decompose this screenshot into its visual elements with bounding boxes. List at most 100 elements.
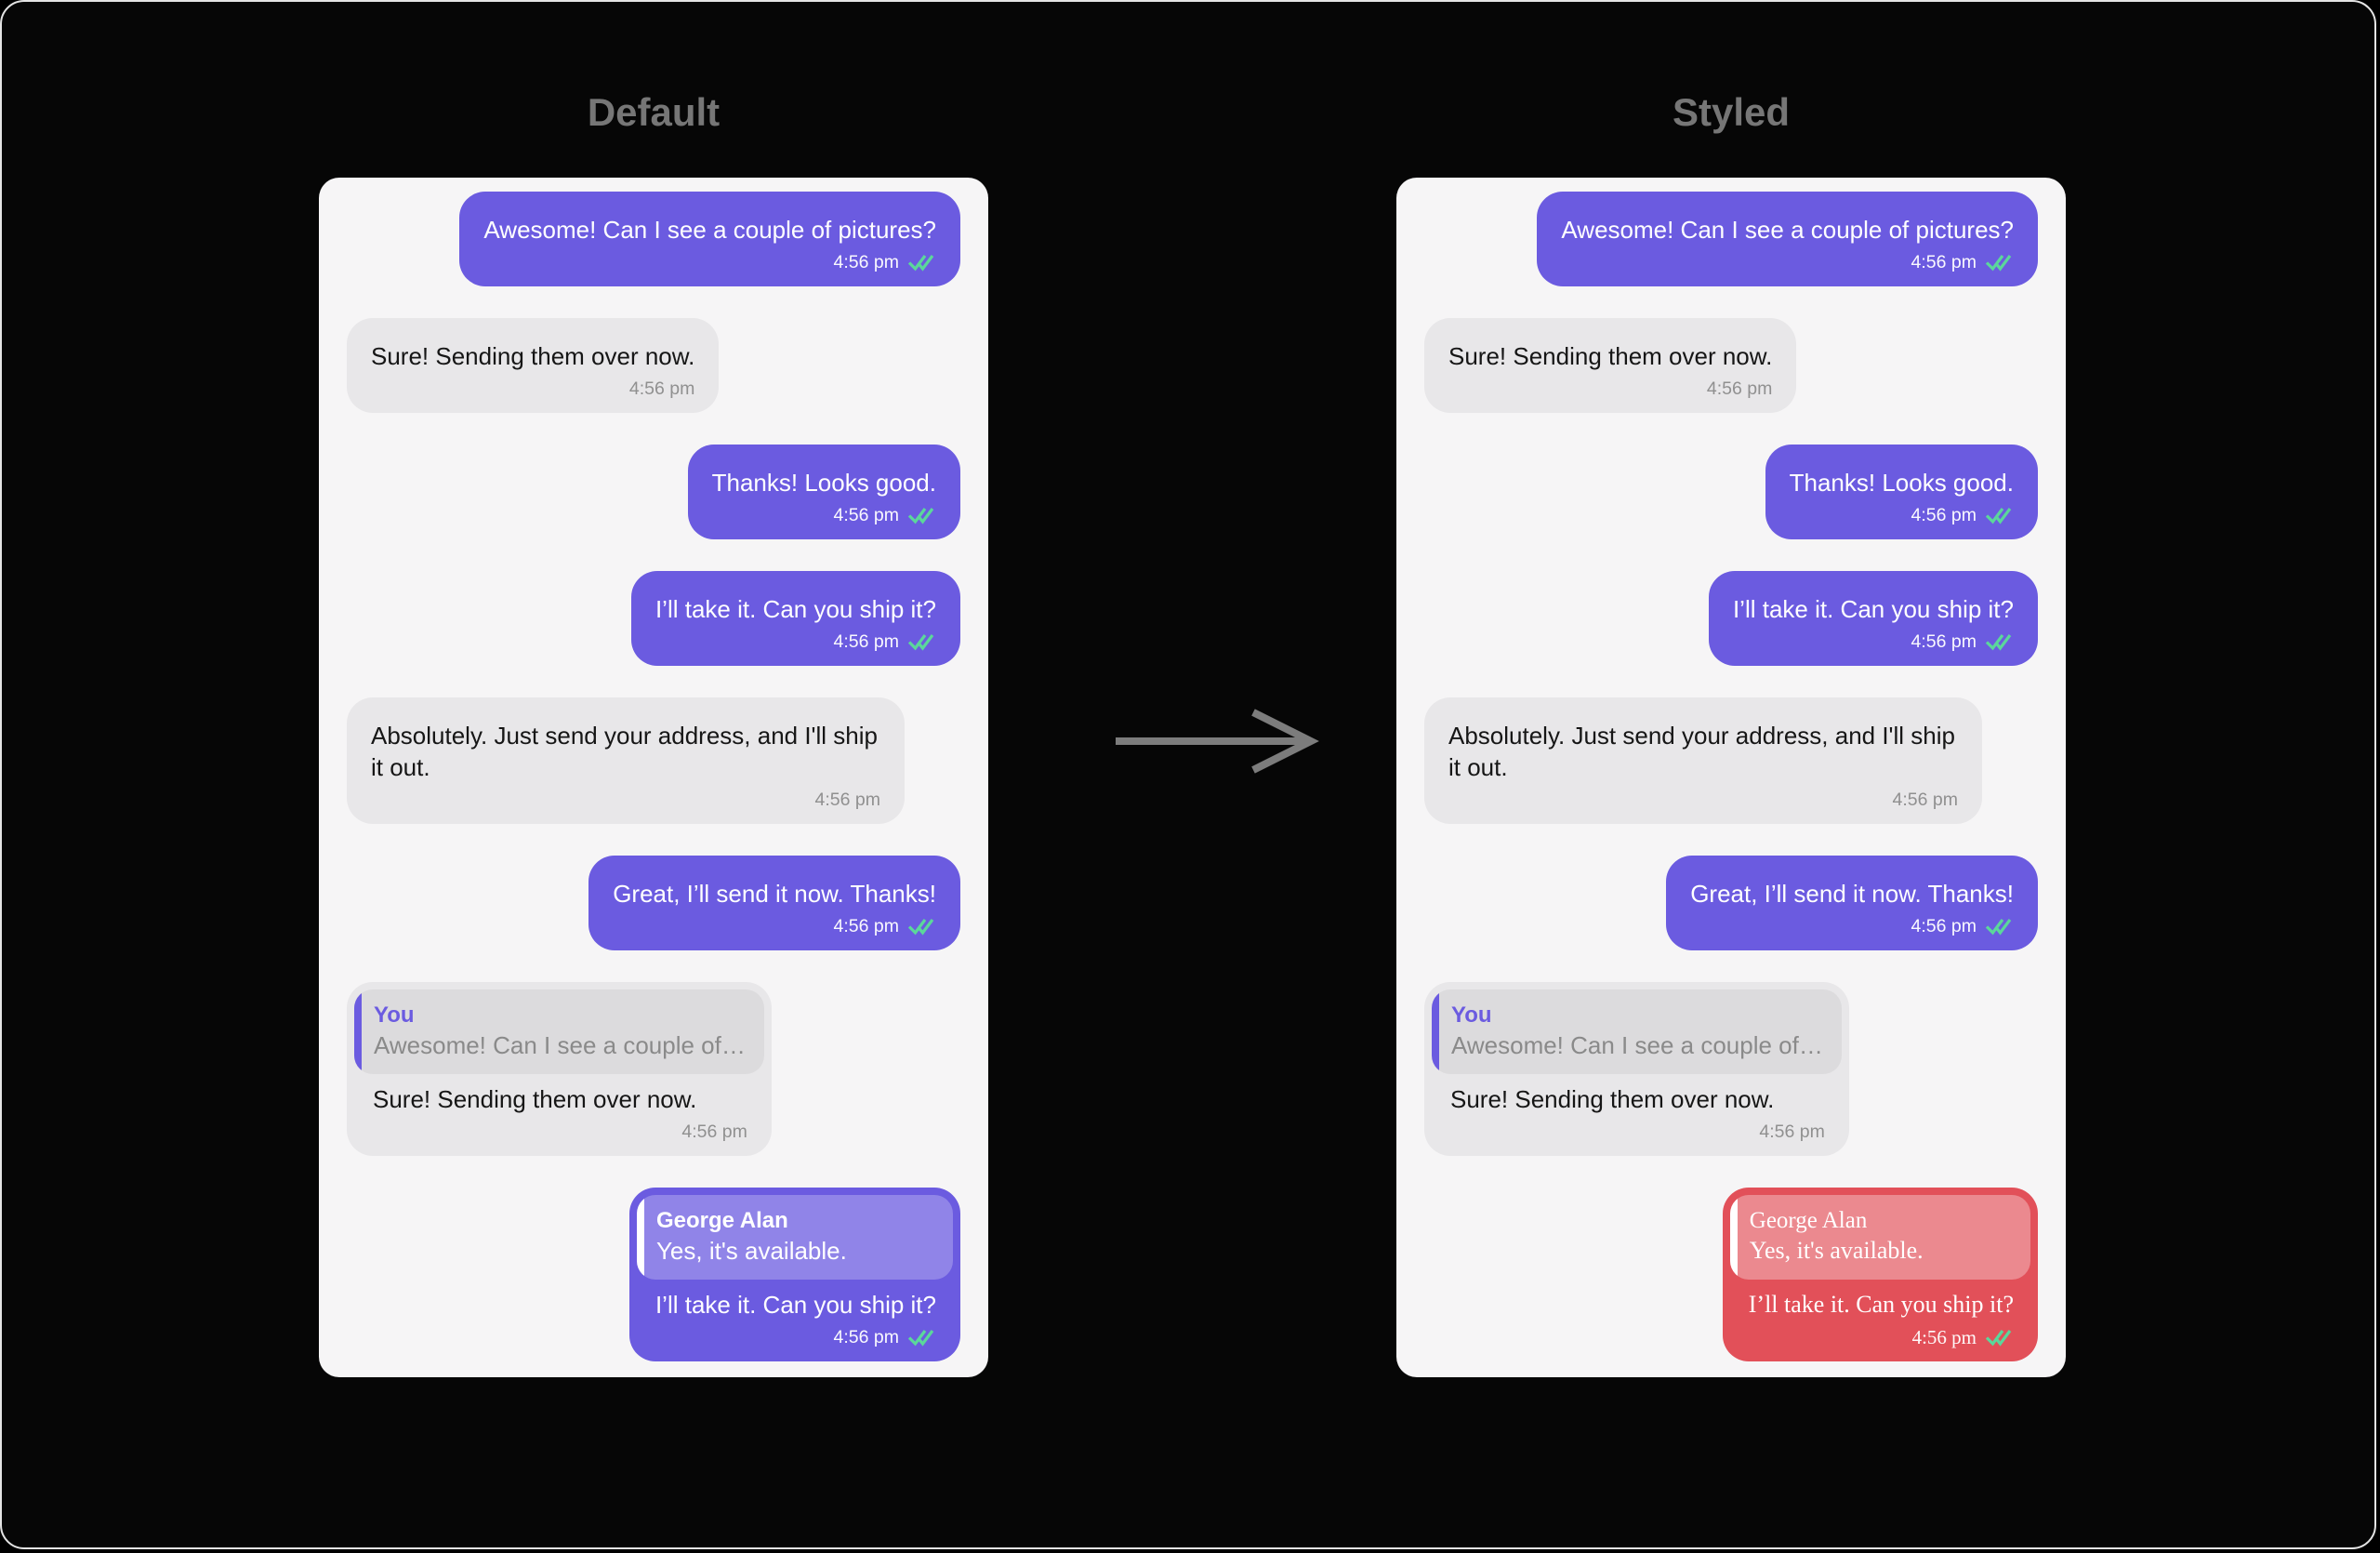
timestamp: 4:56 pm: [833, 1327, 899, 1347]
message-meta: 4:56 pm: [371, 376, 694, 402]
message-text: I’ll take it. Can you ship it?: [1748, 1291, 2014, 1318]
message-text: Thanks! Looks good.: [1789, 469, 2014, 497]
message-body: Absolutely. Just send your address, and …: [1448, 720, 1958, 813]
message-meta: 4:56 pm: [371, 787, 880, 813]
message-meta: 4:56 pm: [613, 913, 936, 939]
timestamp: 4:56 pm: [1706, 378, 1773, 399]
message-body: Thanks! Looks good. 4:56 pm: [1790, 467, 2014, 528]
timestamp: 4:56 pm: [1911, 1326, 1977, 1348]
message-meta: 4:56 pm: [1448, 787, 1958, 813]
message-meta: 4:56 pm: [655, 629, 936, 655]
message-text: Sure! Sending them over now.: [1450, 1085, 1775, 1113]
timestamp: 4:56 pm: [1911, 631, 1977, 652]
timestamp: 4:56 pm: [681, 1122, 747, 1142]
read-receipt-icon: [1985, 916, 2014, 936]
message-meta: 4:56 pm: [1448, 376, 1772, 402]
timestamp: 4:56 pm: [814, 790, 880, 810]
quote-accent-bar: [354, 989, 362, 1074]
message-row: Great, I’ll send it now. Thanks! 4:56 pm: [347, 856, 960, 950]
message-body: Sure! Sending them over now. 4:56 pm: [354, 1083, 764, 1145]
message-row: I’ll take it. Can you ship it? 4:56 pm: [347, 571, 960, 666]
message-body: Sure! Sending them over now. 4:56 pm: [1432, 1083, 1842, 1145]
read-receipt-icon: [1985, 631, 2014, 652]
message-bubble[interactable]: I’ll take it. Can you ship it?4:56 pm: [1708, 571, 2038, 666]
message-bubble[interactable]: Great, I’ll send it now. Thanks! 4:56 pm: [588, 856, 960, 950]
message-bubble[interactable]: I’ll take it. Can you ship it? 4:56 pm: [630, 571, 960, 666]
message-body: I’ll take it. Can you ship it?4:56 pm: [1733, 593, 2014, 655]
timestamp: 4:56 pm: [1911, 252, 1977, 272]
message-bubble[interactable]: Sure! Sending them over now. 4:56 pm: [1424, 318, 1797, 413]
message-body: I’ll take it. Can you ship it? 4:56 pm: [655, 593, 936, 655]
message-bubble[interactable]: Absolutely. Just send your address, and …: [347, 697, 905, 824]
message-bubble[interactable]: Sure! Sending them over now. 4:56 pm: [347, 318, 720, 413]
message-row: Absolutely. Just send your address, and …: [1424, 697, 2038, 824]
message-row: Thanks! Looks good. 4:56 pm: [1424, 445, 2038, 539]
message-row: Sure! Sending them over now. 4:56 pm: [1424, 318, 2038, 413]
quote-author: You: [374, 1002, 415, 1028]
timestamp: 4:56 pm: [1759, 1122, 1825, 1142]
message-bubble[interactable]: Awesome! Can I see a couple of pictures?…: [1537, 192, 2038, 286]
timestamp: 4:56 pm: [1911, 916, 1977, 936]
timestamp: 4:56 pm: [833, 916, 899, 936]
message-row: Awesome! Can I see a couple of pictures?…: [347, 192, 960, 286]
quote-accent-bar: [636, 1195, 644, 1280]
quote-accent-bar: [1432, 989, 1439, 1074]
message-body: Sure! Sending them over now. 4:56 pm: [371, 340, 694, 402]
styled-panel-title: Styled: [1672, 90, 1791, 134]
read-receipt-icon: [907, 505, 936, 525]
message-text: Sure! Sending them over now.: [1448, 342, 1773, 370]
message-body: Sure! Sending them over now. 4:56 pm: [1448, 340, 1772, 402]
message-meta: 4:56 pm: [655, 1324, 936, 1350]
message-body: I’ll take it. Can you ship it? 4:56 pm: [1730, 1289, 2030, 1350]
message-body: Awesome! Can I see a couple of pictures?…: [1561, 214, 2014, 275]
message-bubble[interactable]: Awesome! Can I see a couple of pictures?…: [459, 192, 960, 286]
timestamp: 4:56 pm: [1911, 505, 1977, 525]
message-text: Thanks! Looks good.: [711, 469, 936, 497]
message-meta: 4:56 pm: [1749, 1324, 2014, 1350]
message-meta: 4:56 pm: [1561, 249, 2014, 275]
quote-text: Awesome! Can I see a couple of…: [374, 1031, 746, 1059]
message-text: Awesome! Can I see a couple of pictures?: [1561, 216, 2014, 244]
message-bubble[interactable]: Thanks! Looks good. 4:56 pm: [1765, 445, 2038, 539]
quote-author: You: [1451, 1002, 1492, 1028]
read-receipt-icon: [907, 1327, 936, 1347]
message-row: Awesome! Can I see a couple of pictures?…: [1424, 192, 2038, 286]
message-text: Great, I’ll send it now. Thanks!: [613, 880, 936, 908]
message-text: I’ll take it. Can you ship it?: [654, 595, 936, 623]
message-body: Great, I’ll send it now. Thanks! 4:56 pm: [613, 878, 936, 939]
message-row: I’ll take it. Can you ship it?4:56 pm: [1424, 571, 2038, 666]
message-body: Awesome! Can I see a couple of pictures?…: [483, 214, 936, 275]
timestamp: 4:56 pm: [628, 378, 695, 399]
message-meta: 4:56 pm: [1790, 502, 2014, 528]
message-meta: 4:56 pm: [373, 1119, 747, 1145]
message-bubble[interactable]: Absolutely. Just send your address, and …: [1424, 697, 1982, 824]
message-text: Sure! Sending them over now.: [373, 1085, 697, 1113]
message-bubble[interactable]: Great, I’ll send it now. Thanks!4:56 pm: [1666, 856, 2038, 950]
message-row: Absolutely. Just send your address, and …: [347, 697, 960, 824]
message-row: Great, I’ll send it now. Thanks!4:56 pm: [1424, 856, 2038, 950]
timestamp: 4:56 pm: [833, 631, 899, 652]
message-text: Absolutely. Just send your address, and …: [1448, 722, 1955, 781]
read-receipt-icon: [907, 631, 936, 652]
chat-panel-default: Awesome! Can I see a couple of pictures?…: [319, 178, 988, 1377]
message-text: Sure! Sending them over now.: [371, 342, 695, 370]
message-row: Sure! Sending them over now. 4:56 pm: [347, 318, 960, 413]
chat-panel-styled: Awesome! Can I see a couple of pictures?…: [1396, 178, 2066, 1377]
read-receipt-icon: [1985, 505, 2014, 525]
message-bubble[interactable]: Thanks! Looks good. 4:56 pm: [687, 445, 960, 539]
message-meta: 4:56 pm: [712, 502, 936, 528]
quote-text: Yes, it's available.: [1749, 1237, 1924, 1264]
message-meta: 4:56 pm: [1450, 1119, 1825, 1145]
